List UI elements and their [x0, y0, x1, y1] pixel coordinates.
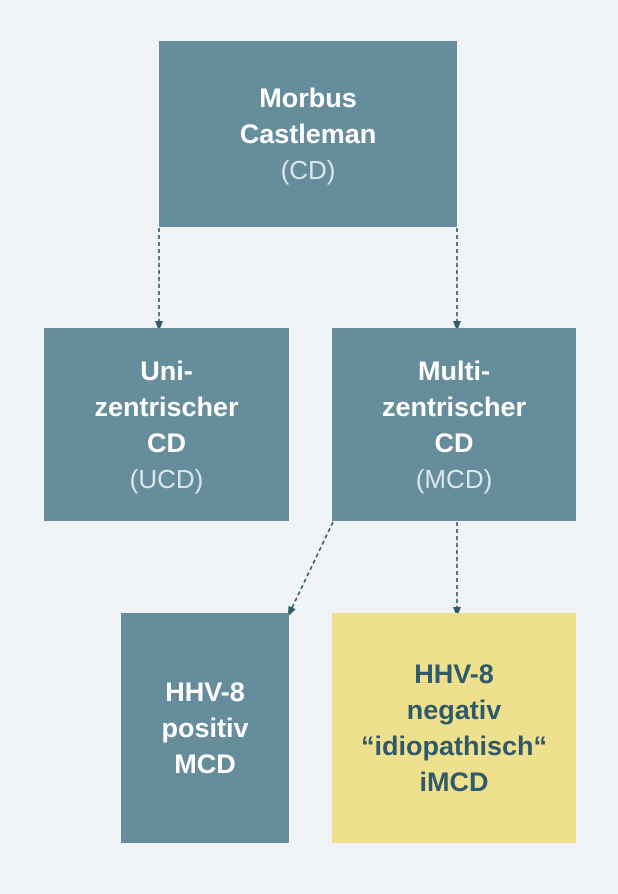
node-hhv8-negativ-imcd: HHV-8 negativ “idiopathisch“ iMCD — [332, 613, 576, 843]
node-abbreviation: (UCD) — [129, 463, 204, 494]
node-line: Uni- — [140, 355, 193, 386]
node-line: positiv — [161, 713, 249, 743]
node-line: MCD — [174, 749, 236, 779]
node-line: zentrischer — [94, 391, 239, 422]
node-line: Castleman — [239, 119, 377, 149]
node-unizentrischer-cd: Uni- zentrischer CD (UCD) — [44, 328, 289, 521]
node-line: “idiopathisch“ — [360, 731, 547, 761]
node-multizentrischer-cd: Multi- zentrischer CD (MCD) — [332, 328, 576, 521]
node-line: HHV-8 — [414, 659, 494, 689]
node-hhv8-positiv-mcd: HHV-8 positiv MCD — [121, 613, 289, 843]
node-line: Multi- — [418, 355, 490, 386]
node-line: HHV-8 — [165, 677, 245, 707]
node-line: negativ — [406, 695, 502, 725]
node-abbreviation: (CD) — [280, 155, 336, 185]
node-line: CD — [147, 427, 186, 458]
node-line: CD — [434, 427, 474, 458]
node-line: Morbus — [259, 83, 357, 113]
node-abbreviation: (MCD) — [415, 463, 493, 494]
node-line: iMCD — [419, 767, 489, 797]
node-morbus-castleman: Morbus Castleman (CD) — [159, 41, 457, 227]
node-line: zentrischer — [381, 391, 527, 422]
connector-mcd-to-hhv8-positive — [287, 521, 334, 617]
